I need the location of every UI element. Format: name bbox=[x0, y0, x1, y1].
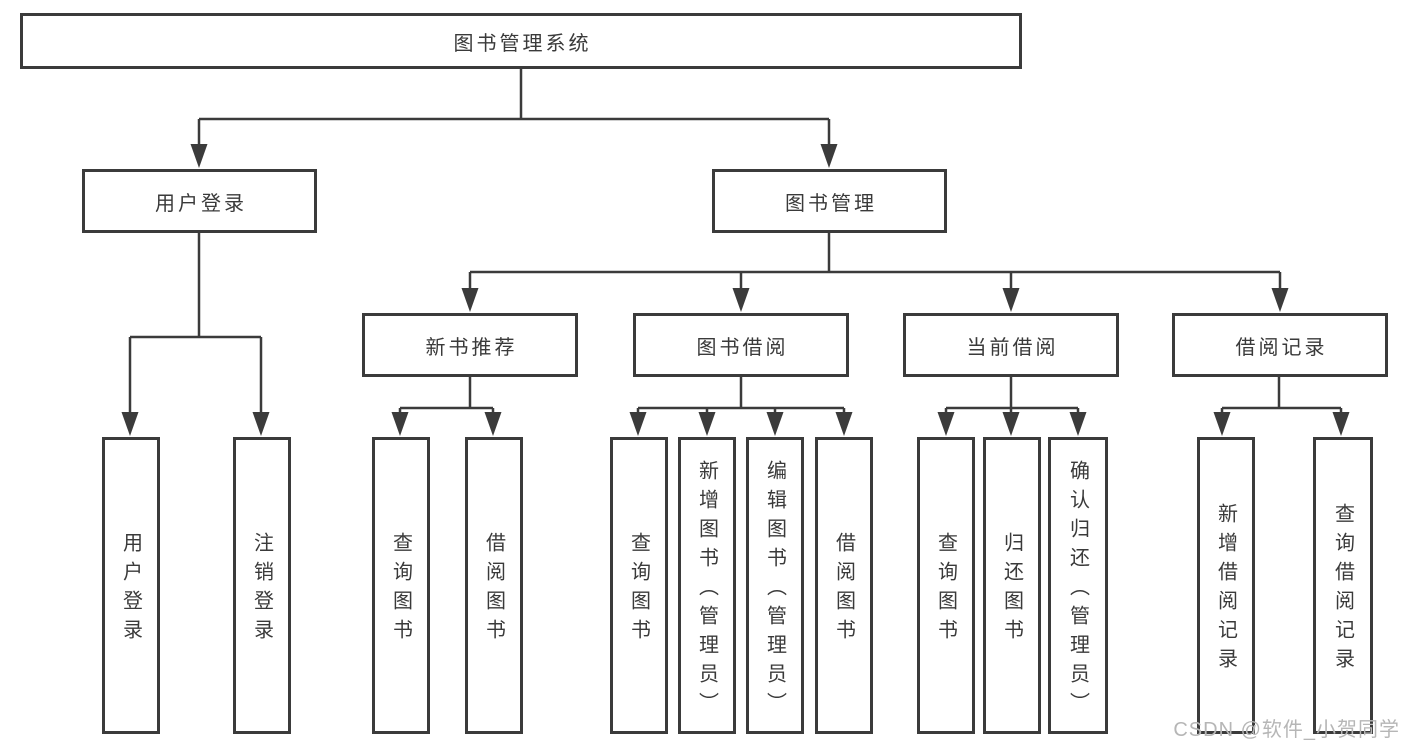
leaf-bb-borrow-books: 借阅图书 bbox=[815, 437, 873, 734]
connector-paths bbox=[128, 69, 1343, 415]
watermark-text: CSDN @软件_小贺同学 bbox=[1173, 719, 1400, 741]
node-borrowing-records-label: 借阅记录 bbox=[1235, 336, 1328, 359]
leaf-cb-query-books: 查询图书 bbox=[917, 437, 975, 734]
node-borrowing-records: 借阅记录 bbox=[1172, 313, 1388, 377]
node-library-system: 图书管理系统 bbox=[20, 13, 1022, 69]
node-book-borrowing: 图书借阅 bbox=[633, 313, 849, 377]
leaf-bb-query-books: 查询图书 bbox=[610, 437, 668, 734]
leaf-cb-return-books-label: 归还图书 bbox=[1000, 532, 1023, 648]
leaf-br-query-record: 查询借阅记录 bbox=[1313, 437, 1373, 734]
leaf-bb-add-books-admin-label: 新增图书（管理员） bbox=[695, 459, 718, 721]
leaf-bb-add-books-admin: 新增图书（管理员） bbox=[678, 437, 736, 734]
node-book-borrowing-label: 图书借阅 bbox=[696, 336, 789, 359]
leaf-nb-query-books: 查询图书 bbox=[372, 437, 430, 734]
leaf-nb-query-books-label: 查询图书 bbox=[389, 532, 412, 648]
leaf-bb-edit-books-admin-label: 编辑图书（管理员） bbox=[763, 459, 786, 721]
node-new-book-recommend-label: 新书推荐 bbox=[425, 336, 518, 359]
leaf-logout-label: 注销登录 bbox=[250, 532, 273, 648]
node-book-management: 图书管理 bbox=[712, 169, 947, 233]
node-user-login: 用户登录 bbox=[82, 169, 317, 233]
leaf-bb-query-books-label: 查询图书 bbox=[627, 532, 650, 648]
node-user-login-label: 用户登录 bbox=[155, 192, 247, 215]
leaf-cb-confirm-return-admin-label: 确认归还（管理员） bbox=[1066, 459, 1089, 721]
leaf-cb-confirm-return-admin: 确认归还（管理员） bbox=[1048, 437, 1108, 734]
leaf-cb-query-books-label: 查询图书 bbox=[934, 532, 957, 648]
node-new-book-recommend: 新书推荐 bbox=[362, 313, 578, 377]
leaf-nb-borrow-books: 借阅图书 bbox=[465, 437, 523, 734]
node-book-management-label: 图书管理 bbox=[785, 192, 877, 215]
leaf-br-query-record-label: 查询借阅记录 bbox=[1331, 503, 1354, 677]
leaf-bb-borrow-books-label: 借阅图书 bbox=[832, 532, 855, 648]
node-library-system-label: 图书管理系统 bbox=[453, 32, 592, 55]
leaf-br-add-record: 新增借阅记录 bbox=[1197, 437, 1255, 734]
node-current-borrowing: 当前借阅 bbox=[903, 313, 1119, 377]
leaf-bb-edit-books-admin: 编辑图书（管理员） bbox=[746, 437, 804, 734]
leaf-user-login: 用户登录 bbox=[102, 437, 160, 734]
leaf-user-login-label: 用户登录 bbox=[119, 532, 142, 648]
connector-arrowheads bbox=[121, 144, 1350, 436]
leaf-nb-borrow-books-label: 借阅图书 bbox=[482, 532, 505, 648]
leaf-cb-return-books: 归还图书 bbox=[983, 437, 1041, 734]
leaf-logout: 注销登录 bbox=[233, 437, 291, 734]
node-current-borrowing-label: 当前借阅 bbox=[966, 336, 1059, 359]
leaf-br-add-record-label: 新增借阅记录 bbox=[1214, 503, 1237, 677]
